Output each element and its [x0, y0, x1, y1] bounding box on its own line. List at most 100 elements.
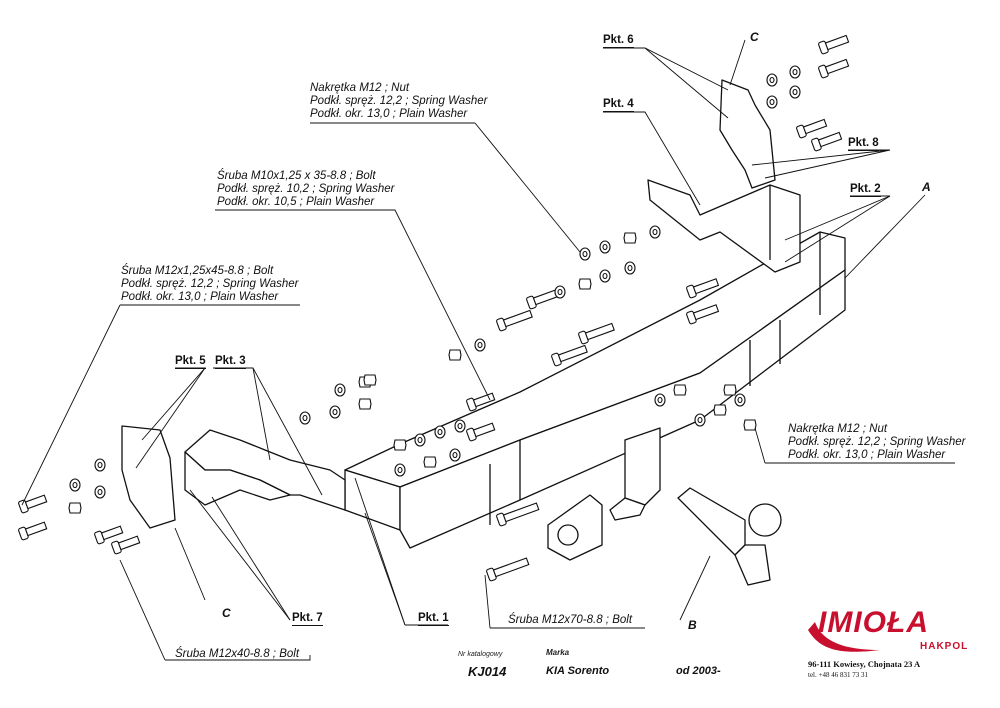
label-letter-b: B — [688, 618, 697, 632]
label-pkt-6: Pkt. 6 — [603, 34, 634, 48]
washer-hole-icon — [332, 408, 338, 416]
bolt-icon — [686, 304, 720, 325]
brand-logo-text: IMIOŁA — [818, 606, 929, 639]
washer-hole-icon — [792, 68, 798, 76]
nut-icon — [723, 384, 737, 396]
label-pkt-3: Pkt. 3 — [215, 355, 246, 369]
bolt-icon — [578, 322, 615, 345]
model-year: od 2003- — [676, 665, 721, 677]
vehicle-model: KIA Sorento — [546, 665, 610, 677]
leader-lines — [21, 39, 955, 661]
washer-hole-icon — [397, 466, 403, 474]
label-letter-a: A — [922, 180, 931, 194]
nut-icon — [743, 419, 757, 431]
callout-line: Podkł. okr. 10,5 ; Plain Washer — [217, 196, 375, 208]
callout-bolt-m12-45: Śruba M12x1,25x45-8.8 ; Bolt Podkł. sprę… — [121, 265, 299, 304]
nut-icon — [363, 374, 377, 386]
catalog-label: Nr katalogowy — [458, 651, 503, 658]
washer-hole-icon — [437, 428, 443, 436]
brand-subtitle: HAKPOL — [920, 641, 969, 652]
callout-line: Podkł. okr. 13,0 ; Plain Washer — [310, 108, 468, 120]
right-bracket — [647, 179, 801, 273]
bolt-icon — [486, 557, 530, 582]
left-bracket — [184, 429, 346, 511]
crossbar-beam — [344, 231, 846, 549]
label-pkt-1: Pkt. 1 — [418, 612, 449, 626]
washer-hole-icon — [337, 386, 343, 394]
brand-address: 96-111 Kowiesy, Chojnata 23 A — [808, 659, 921, 669]
callout-line: Śruba M12x1,25x45-8.8 ; Bolt — [121, 265, 274, 277]
washer-hole-icon — [97, 461, 103, 469]
bolt-icon — [111, 535, 141, 555]
washer-hole-icon — [72, 481, 78, 489]
nut-icon — [68, 502, 82, 514]
label-letter-c-top: C — [750, 30, 759, 44]
bolt-icon — [811, 131, 843, 152]
nut-icon — [393, 439, 407, 451]
callout-line: Podkł. okr. 13,0 ; Plain Washer — [788, 449, 946, 461]
callout-line: Podkł. spręż. 12,2 ; Spring Washer — [121, 278, 299, 290]
washer-hole-icon — [602, 243, 608, 251]
washer-hole-icon — [627, 264, 633, 272]
washer-hole-icon — [769, 98, 775, 106]
nut-icon — [448, 349, 462, 361]
nut-icon — [358, 398, 372, 410]
callout-line: Śruba M10x1,25 x 35-8.8 ; Bolt — [217, 170, 376, 182]
bolt-icon — [466, 422, 496, 442]
label-letter-c-bottom: C — [222, 606, 231, 620]
bolt-icon — [818, 58, 850, 79]
bolt-icon — [686, 278, 720, 299]
callout-line: Nakrętka M12 ; Nut — [788, 423, 888, 435]
washer-hole-icon — [602, 272, 608, 280]
callout-line: Podkł. spręż. 12,2 ; Spring Washer — [788, 436, 966, 448]
bolt-icon — [496, 309, 533, 332]
label-pkt-7: Pkt. 7 — [292, 612, 323, 626]
washer-hole-icon — [792, 88, 798, 96]
washer-hole-icon — [652, 228, 658, 236]
bolt-icon — [94, 525, 124, 545]
callout-nut-top: Nakrętka M12 ; Nut Podkł. spręż. 12,2 ; … — [310, 82, 488, 121]
label-pkt-2: Pkt. 2 — [850, 183, 881, 197]
bolt-icon — [18, 494, 48, 514]
brand-swoosh — [808, 622, 880, 652]
washer-hole-icon — [557, 288, 563, 296]
washer-hole-icon — [457, 422, 463, 430]
washer-hole-icon — [737, 396, 743, 404]
bolt-icon — [18, 521, 48, 541]
catalog-number: KJ014 — [468, 664, 507, 679]
washer-hole-icon — [302, 414, 308, 422]
label-pkt-4: Pkt. 4 — [603, 98, 634, 112]
bolt-icon — [818, 34, 850, 55]
callout-bolt-m10: Śruba M10x1,25 x 35-8.8 ; Bolt Podkł. sp… — [217, 170, 395, 209]
bolt-icon — [496, 502, 540, 527]
receiver-bracket — [609, 427, 661, 521]
make-label: Marka — [546, 648, 570, 657]
nut-icon — [713, 404, 727, 416]
label-pkt-8: Pkt. 8 — [848, 137, 879, 151]
bolt-icon — [551, 344, 588, 367]
bolt-icon — [466, 392, 496, 412]
callout-line: Nakrętka M12 ; Nut — [310, 82, 410, 94]
nut-icon — [423, 456, 437, 468]
callout-bolt-m12-40: Śruba M12x40-8.8 ; Bolt — [175, 648, 300, 660]
tow-ball — [677, 487, 782, 586]
bolt-icon — [796, 118, 828, 139]
nut-icon — [578, 278, 592, 290]
washer-hole-icon — [769, 76, 775, 84]
fasteners — [18, 34, 850, 582]
washer-hole-icon — [582, 250, 588, 258]
nut-icon — [673, 384, 687, 396]
washer-hole-icon — [97, 488, 103, 496]
side-plate-left — [121, 425, 176, 529]
callout-bolt-m12-70: Śruba M12x70-8.8 ; Bolt — [508, 614, 633, 626]
side-plate-top — [719, 79, 776, 189]
callout-line: Podkł. okr. 13,0 ; Plain Washer — [121, 291, 279, 303]
label-pkt-5: Pkt. 5 — [175, 355, 206, 369]
washer-hole-icon — [657, 396, 663, 404]
callout-line: Podkł. spręż. 10,2 ; Spring Washer — [217, 183, 395, 195]
brand-phone: tel. +48 46 831 73 31 — [808, 671, 868, 679]
washer-hole-icon — [477, 341, 483, 349]
callout-line: Podkł. spręż. 12,2 ; Spring Washer — [310, 95, 488, 107]
nut-icon — [623, 232, 637, 244]
